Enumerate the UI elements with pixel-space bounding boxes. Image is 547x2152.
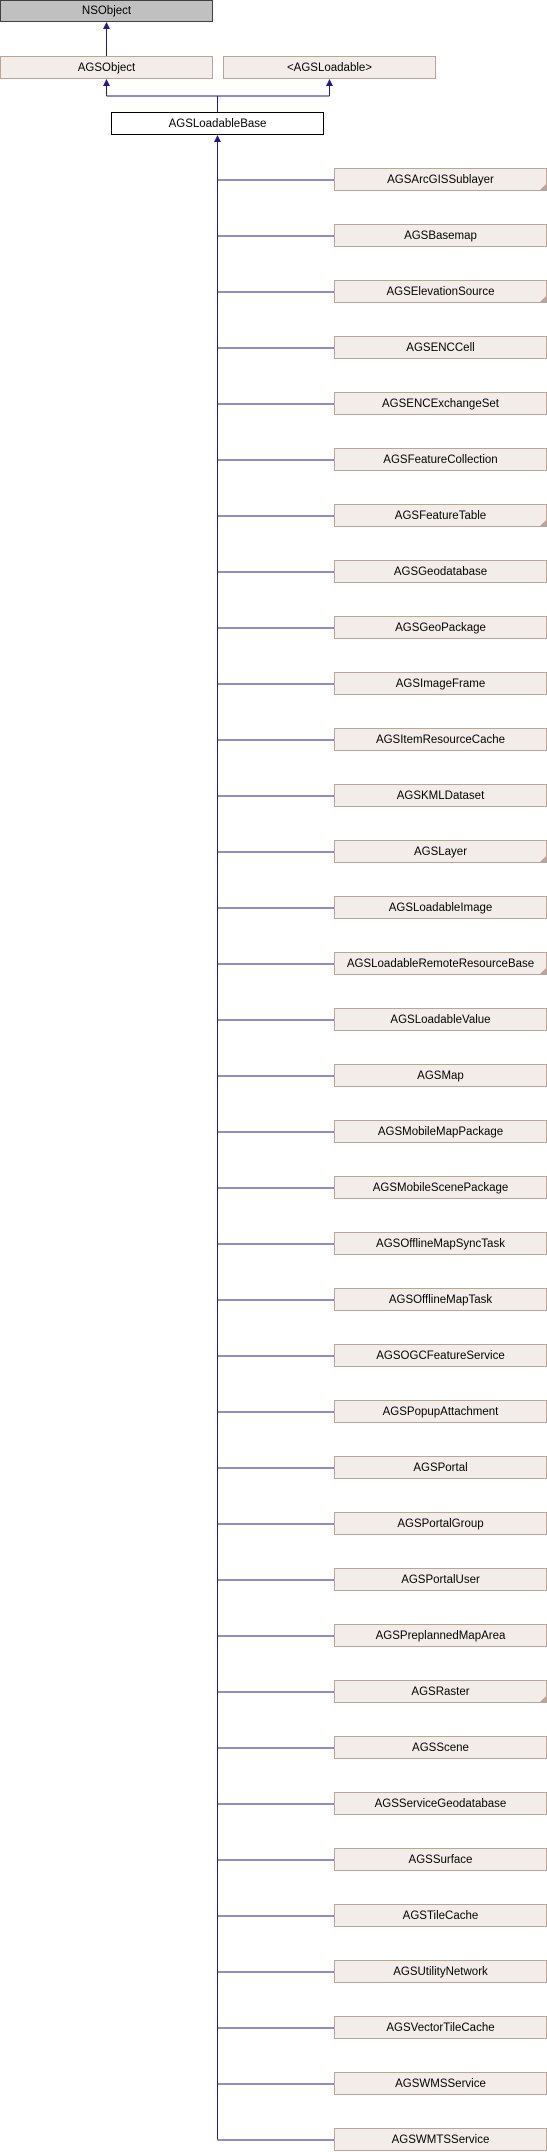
class-node-subclass[interactable]: AGSFeatureTable [334, 504, 547, 527]
class-label: AGSBasemap [404, 229, 477, 242]
class-label: NSObject [81, 5, 132, 17]
class-label: AGSLoadableBase [168, 117, 267, 130]
class-node-subclass[interactable]: AGSOfflineMapSyncTask [334, 1232, 547, 1255]
class-label: AGSTileCache [402, 1909, 479, 1922]
class-label: AGSElevationSource [386, 285, 495, 298]
class-label: AGSGeoPackage [395, 621, 486, 634]
class-node-subclass[interactable]: AGSElevationSource [334, 280, 547, 303]
class-node-subclass[interactable]: AGSWMTSService [334, 2128, 547, 2151]
class-label: AGSOfflineMapSyncTask [376, 1237, 505, 1250]
class-node-subclass[interactable]: AGSImageFrame [334, 672, 547, 695]
class-node-subclass[interactable]: AGSBasemap [334, 224, 547, 247]
class-node-subclass[interactable]: AGSPortalUser [334, 1568, 547, 1591]
class-label: AGSImageFrame [395, 677, 486, 690]
class-node-subclass[interactable]: AGSENCCell [334, 336, 547, 359]
class-label: AGSArcGISSublayer [387, 173, 494, 186]
class-label: AGSWMTSService [391, 2133, 490, 2146]
class-label: AGSPreplannedMapArea [375, 1629, 506, 1642]
class-node-subclass[interactable]: AGSScene [334, 1736, 547, 1759]
class-label: AGSWMSService [395, 2077, 486, 2090]
class-node-subclass[interactable]: AGSTileCache [334, 1904, 547, 1927]
class-node-subclass[interactable]: AGSWMSService [334, 2072, 547, 2095]
class-label: AGSOfflineMapTask [388, 1293, 493, 1306]
class-node-subclass[interactable]: AGSPreplannedMapArea [334, 1624, 547, 1647]
class-node-agsobject[interactable]: AGSObject [0, 56, 213, 79]
class-node-nsobject[interactable]: NSObject [0, 0, 213, 22]
class-node-subclass[interactable]: AGSSurface [334, 1848, 547, 1871]
class-node-subclass[interactable]: AGSMap [334, 1064, 547, 1087]
class-node-subclass[interactable]: AGSMobileMapPackage [334, 1120, 547, 1143]
class-node-subclass[interactable]: AGSMobileScenePackage [334, 1176, 547, 1199]
class-node-subclass[interactable]: AGSVectorTileCache [334, 2016, 547, 2039]
class-label: <AGSLoadable> [286, 61, 373, 74]
collapsed-subtree-marker-icon [540, 1696, 546, 1702]
class-label: AGSLoadableValue [390, 1013, 491, 1026]
class-label: AGSObject [77, 61, 136, 74]
arrowhead-icon [103, 22, 110, 29]
class-label: AGSKMLDataset [396, 789, 485, 802]
arrowhead-icon [103, 79, 110, 86]
class-label: AGSPortal [413, 1461, 468, 1474]
class-label: AGSMobileMapPackage [377, 1125, 504, 1138]
class-node-subclass[interactable]: AGSPopupAttachment [334, 1400, 547, 1423]
collapsed-subtree-marker-icon [540, 520, 546, 526]
collapsed-subtree-marker-icon [540, 856, 546, 862]
class-label: AGSRaster [411, 1685, 470, 1698]
class-label: AGSENCExchangeSet [382, 397, 499, 410]
class-node-subclass[interactable]: AGSServiceGeodatabase [334, 1792, 547, 1815]
arrowhead-icon [214, 135, 221, 142]
class-label: AGSFeatureCollection [383, 453, 498, 466]
class-label: AGSGeodatabase [393, 565, 488, 578]
class-node-subclass[interactable]: AGSFeatureCollection [334, 448, 547, 471]
class-label: AGSScene [412, 1741, 469, 1754]
class-label: AGSServiceGeodatabase [374, 1797, 507, 1810]
class-node-subclass[interactable]: AGSLoadableRemoteResourceBase [334, 952, 547, 975]
class-node-subclass[interactable]: AGSGeodatabase [334, 560, 547, 583]
class-label: AGSOGCFeatureService [376, 1349, 505, 1362]
class-node-subclass[interactable]: AGSItemResourceCache [334, 728, 547, 751]
class-label: AGSPortalGroup [397, 1517, 484, 1530]
class-label: AGSPopupAttachment [382, 1405, 499, 1418]
class-label: AGSSurface [408, 1853, 473, 1866]
class-node-subclass[interactable]: AGSArcGISSublayer [334, 168, 547, 191]
class-node-subclass[interactable]: AGSPortalGroup [334, 1512, 547, 1535]
class-node-subclass[interactable]: AGSLayer [334, 840, 547, 863]
class-node-subclass[interactable]: AGSLoadableImage [334, 896, 547, 919]
class-node-subclass[interactable]: AGSPortal [334, 1456, 547, 1479]
class-label: AGSVectorTileCache [386, 2021, 495, 2034]
collapsed-subtree-marker-icon [540, 968, 546, 974]
class-node-subclass[interactable]: AGSGeoPackage [334, 616, 547, 639]
collapsed-subtree-marker-icon [540, 296, 546, 302]
class-label: AGSFeatureTable [394, 509, 487, 522]
class-node-subclass[interactable]: AGSUtilityNetwork [334, 1960, 547, 1983]
class-node-subclass[interactable]: AGSOfflineMapTask [334, 1288, 547, 1311]
class-node-subclass[interactable]: AGSKMLDataset [334, 784, 547, 807]
class-label: AGSLoadableImage [388, 901, 493, 914]
class-label: AGSItemResourceCache [375, 733, 506, 746]
class-label: AGSMap [417, 1069, 464, 1082]
class-label: AGSENCCell [406, 341, 475, 354]
class-node-agsloadablebase: AGSLoadableBase [111, 112, 324, 135]
protocol-node-agsloadable[interactable]: <AGSLoadable> [223, 56, 436, 79]
class-label: AGSLoadableRemoteResourceBase [346, 957, 535, 970]
class-label: AGSUtilityNetwork [393, 1965, 488, 1978]
class-node-subclass[interactable]: AGSOGCFeatureService [334, 1344, 547, 1367]
class-label: AGSMobileScenePackage [372, 1181, 509, 1194]
class-node-subclass[interactable]: AGSRaster [334, 1680, 547, 1703]
collapsed-subtree-marker-icon [540, 184, 546, 190]
class-label: AGSLayer [413, 845, 468, 858]
class-node-subclass[interactable]: AGSLoadableValue [334, 1008, 547, 1031]
arrowhead-icon [326, 79, 333, 86]
class-label: AGSPortalUser [401, 1573, 480, 1586]
class-node-subclass[interactable]: AGSENCExchangeSet [334, 392, 547, 415]
